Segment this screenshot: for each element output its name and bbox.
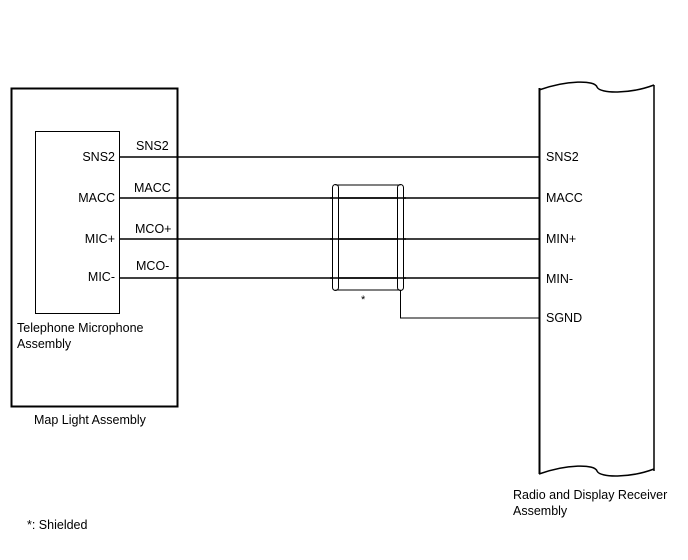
pin-label-mic-macc: MACC [78,191,115,205]
wire-label-macc: MACC [134,181,171,195]
footnote-shielded: *: Shielded [27,518,88,532]
telephone-microphone-title-line1: Telephone Microphone [17,321,144,335]
pin-label-radio-min-minus: MIN- [546,272,574,286]
telephone-microphone-title-line2: Assembly [17,337,72,351]
telephone-microphone-box [35,131,120,314]
wire-label-mco-minus: MCO- [136,259,170,273]
shield-left-capsule [332,184,339,291]
map-light-assembly-title: Map Light Assembly [34,413,146,427]
radio-receiver-title-line2: Assembly [513,504,568,518]
pin-label-radio-sgnd: SGND [546,311,583,325]
pin-label-radio-macc: MACC [546,191,583,205]
radio-receiver-box-bottom [538,465,655,477]
pin-label-mic-sns2: SNS2 [82,150,115,164]
shield-marker: * [361,294,366,306]
shield-right-capsule [397,184,404,291]
map-light-assembly-box [10,87,179,408]
pin-label-radio-min-plus: MIN+ [546,232,577,246]
wire-label-mco-plus: MCO+ [135,222,172,236]
pin-label-mic-plus: MIC+ [84,232,115,246]
shield-drain-wire [400,290,539,319]
radio-receiver-title-line1: Radio and Display Receiver [513,488,668,502]
pin-label-mic-minus: MIC- [87,270,115,284]
radio-receiver-box-top [538,81,655,93]
pin-label-radio-sns2: SNS2 [546,150,579,164]
wire-label-sns2: SNS2 [136,139,169,153]
